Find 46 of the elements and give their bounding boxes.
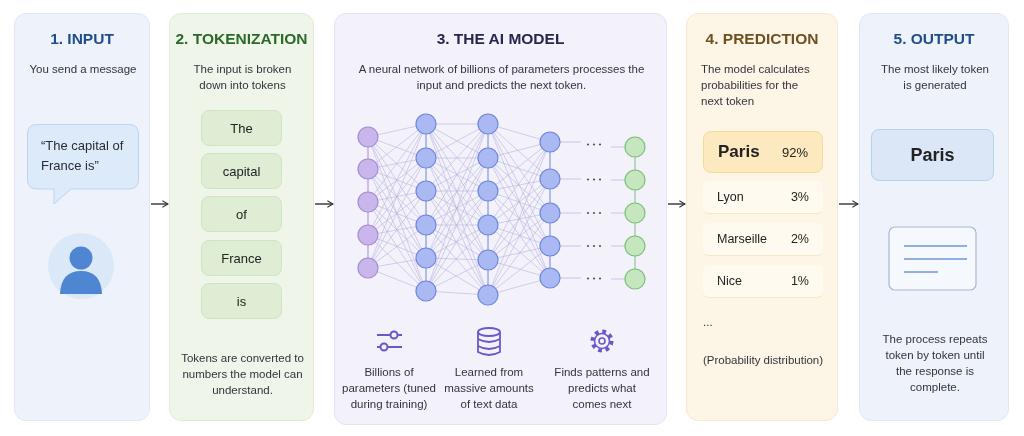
stage-title: 2. TOKENIZATION <box>174 30 309 48</box>
stage-description: The input is broken down into tokens <box>192 62 293 93</box>
token-label: Paris <box>718 142 760 162</box>
stage-description: You send a message <box>28 62 138 77</box>
token-chip: France <box>201 240 282 276</box>
output-token-card: Paris <box>871 129 994 181</box>
footnote-text: The process repeats token by token until the response is complete. <box>881 332 989 395</box>
stage-panel <box>859 13 1009 421</box>
prediction-row <box>703 181 823 214</box>
probability-value: 1% <box>790 274 809 288</box>
probability-value: 92% <box>781 144 808 160</box>
token-chip: The <box>201 110 282 146</box>
token-label: Marseille <box>717 232 767 246</box>
stage-panel <box>169 13 314 421</box>
footnote-text: (Probability distribution) <box>701 353 825 368</box>
stage-description: The model calculates probabilities for the next token <box>701 62 811 109</box>
stage-description: A neural network of billions of parameters processes the input and predicts the next token. <box>357 62 646 93</box>
arrow <box>314 200 334 208</box>
token-label: Lyon <box>717 190 744 204</box>
arrow <box>838 200 859 208</box>
arrow <box>150 200 169 208</box>
token-chip: of <box>201 196 282 232</box>
quoted-message: “The capital of France is” <box>41 137 125 175</box>
top-prediction-card <box>703 131 823 173</box>
prediction-row <box>703 223 823 256</box>
stage-description: The most likely token is generated <box>880 62 990 93</box>
feature-caption: Billions of parameters (tuned during training) <box>341 365 437 412</box>
feature-caption: Finds patterns and predicts what comes next <box>553 365 651 412</box>
token-chip: capital <box>201 153 282 189</box>
stage-panel <box>14 13 150 421</box>
feature-caption: Learned from massive amounts of text data <box>443 365 535 412</box>
token-label: Nice <box>717 274 742 288</box>
stage-panel <box>334 13 667 425</box>
stage-title: 1. INPUT <box>49 30 115 48</box>
prediction-row <box>703 265 823 298</box>
stage-title: 3. THE AI MODEL <box>435 30 566 48</box>
arrow <box>667 200 686 208</box>
stage-title: 4. PREDICTION <box>704 30 820 48</box>
speech-bubble <box>27 124 139 206</box>
ellipsis-text: ... <box>703 315 714 330</box>
stage-title: 5. OUTPUT <box>892 30 976 48</box>
probability-value: 2% <box>790 232 809 246</box>
stage-panel <box>686 13 838 421</box>
token-chip: is <box>201 283 282 319</box>
footnote-text: Tokens are converted to numbers the model can understand. <box>180 351 305 398</box>
probability-value: 3% <box>790 190 809 204</box>
